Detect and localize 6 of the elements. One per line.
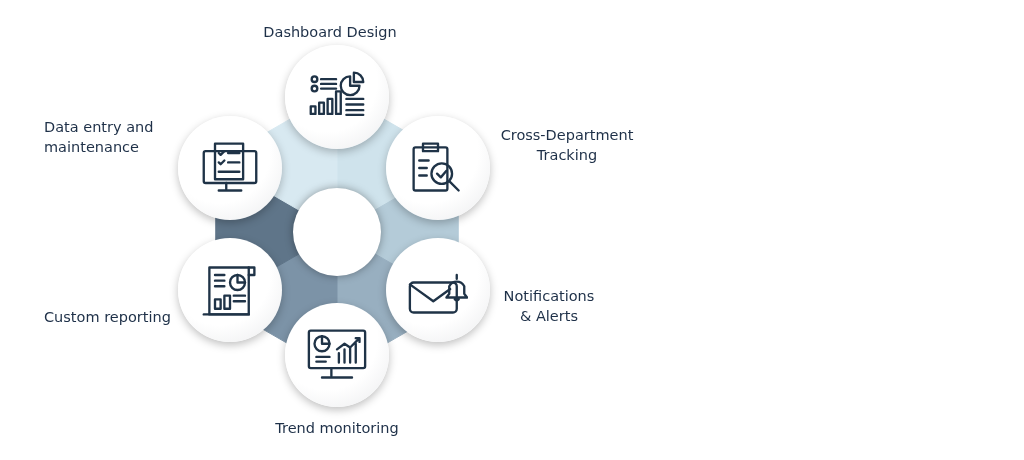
node-label: Dashboard Design [262, 23, 398, 42]
node-label: Data entry and maintenance [44, 118, 155, 157]
node-label: Custom reporting [44, 308, 172, 327]
node-label: Cross-Department Tracking [499, 126, 635, 165]
node-label: Notifications & Alerts [502, 287, 596, 326]
node-label: Trend monitoring [274, 419, 400, 438]
